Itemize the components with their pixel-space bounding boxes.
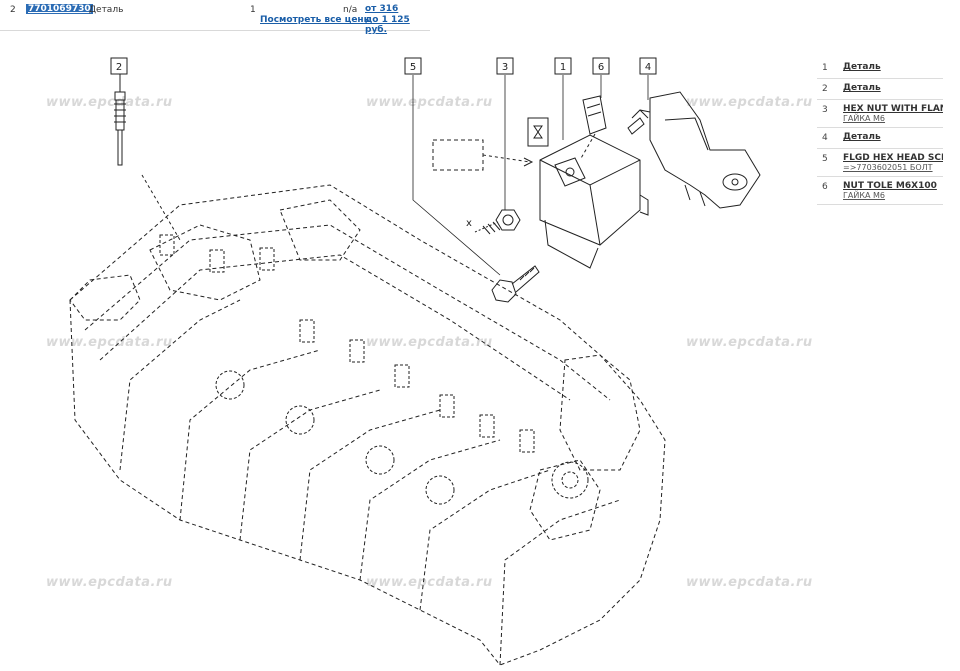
price-to-link[interactable]: до 1 125 руб. <box>365 15 410 35</box>
callout-label: 3 <box>502 62 508 73</box>
engine-head-outline <box>69 184 666 666</box>
watermark-text: www.epcdata.ru <box>686 575 813 590</box>
watermark-text: www.epcdata.ru <box>46 575 173 590</box>
legend-index: 6 <box>822 182 828 192</box>
watermark-text: www.epcdata.ru <box>366 95 493 110</box>
watermark-text: www.epcdata.ru <box>46 95 173 110</box>
callout-3[interactable]: 3 <box>496 57 514 75</box>
part-code-link[interactable]: 7701069730 <box>26 4 93 14</box>
all-prices-link[interactable]: Посмотреть все цены <box>260 15 372 25</box>
legend-part-subtitle: =>7703602051 БОЛТ <box>843 163 933 172</box>
row-position: 2 <box>10 5 16 15</box>
legend-part-link[interactable]: Деталь <box>843 132 881 142</box>
legend-part-link[interactable]: Деталь <box>843 83 881 93</box>
legend-index: 5 <box>822 154 828 164</box>
watermark-text: www.epcdata.ru <box>46 335 173 350</box>
clip-nut <box>579 95 607 161</box>
callout-label: 4 <box>645 62 651 73</box>
watermark-text: www.epcdata.ru <box>686 335 813 350</box>
leader-lines <box>119 75 649 276</box>
price-from-link[interactable]: от 316 <box>365 4 399 14</box>
callout-label: 1 <box>560 62 566 73</box>
part-quantity: 1 <box>250 5 256 15</box>
mounting-bracket <box>627 91 761 209</box>
callout-1[interactable]: 1 <box>554 57 572 75</box>
hex-nut <box>474 209 521 235</box>
legend-row: 3 HEX NUT WITH FLANG ГАЙКА М6 <box>817 100 943 128</box>
reference-box <box>432 139 534 171</box>
legend-part-link[interactable]: Деталь <box>843 62 881 72</box>
legend-row: 6 NUT TOLE M6X100 ГАЙКА М6 <box>817 177 943 205</box>
part-description: Деталь <box>89 5 124 15</box>
callout-5[interactable]: 5 <box>404 57 422 75</box>
x-marker: x <box>466 218 472 229</box>
legend-part-subtitle: ГАЙКА М6 <box>843 191 886 200</box>
legend-index: 2 <box>822 84 828 94</box>
legend-row: 1 Деталь <box>817 58 943 79</box>
legend-index: 3 <box>822 105 828 115</box>
legend-part-link[interactable]: NUT TOLE M6X100 <box>843 181 937 191</box>
parts-legend: 1 Деталь 2 Деталь 3 HEX NUT WITH FLANG Г… <box>817 58 943 205</box>
legend-part-subtitle: ГАЙКА М6 <box>843 114 886 123</box>
flange-bolt <box>491 265 540 303</box>
legend-part-link[interactable]: FLGD HEX HEAD SCR <box>843 153 943 163</box>
head-bolts <box>159 234 589 505</box>
watermark-text: www.epcdata.ru <box>686 95 813 110</box>
parts-table-row: 2 7701069730 Деталь 1 n/a от 316 Посмотр… <box>0 0 430 35</box>
legend-index: 1 <box>822 63 828 73</box>
callout-label: 5 <box>410 62 416 73</box>
parts-diagram: 2 5 3 1 6 4 x <box>69 57 761 666</box>
legend-index: 4 <box>822 133 828 143</box>
watermark-text: www.epcdata.ru <box>366 335 493 350</box>
legend-row: 4 Деталь <box>817 128 943 149</box>
legend-part-link[interactable]: HEX NUT WITH FLANG <box>843 104 943 114</box>
legend-row: 2 Деталь <box>817 79 943 100</box>
callout-label: 2 <box>116 62 122 73</box>
callout-6[interactable]: 6 <box>592 57 610 75</box>
callout-label: 6 <box>598 62 604 73</box>
legend-row: 5 FLGD HEX HEAD SCR =>7703602051 БОЛТ <box>817 149 943 177</box>
control-module <box>527 117 649 269</box>
callout-4[interactable]: 4 <box>639 57 657 75</box>
glow-plug <box>114 70 181 241</box>
callout-2[interactable]: 2 <box>110 57 128 75</box>
availability-text: n/a <box>343 5 358 15</box>
watermark-text: www.epcdata.ru <box>366 575 493 590</box>
